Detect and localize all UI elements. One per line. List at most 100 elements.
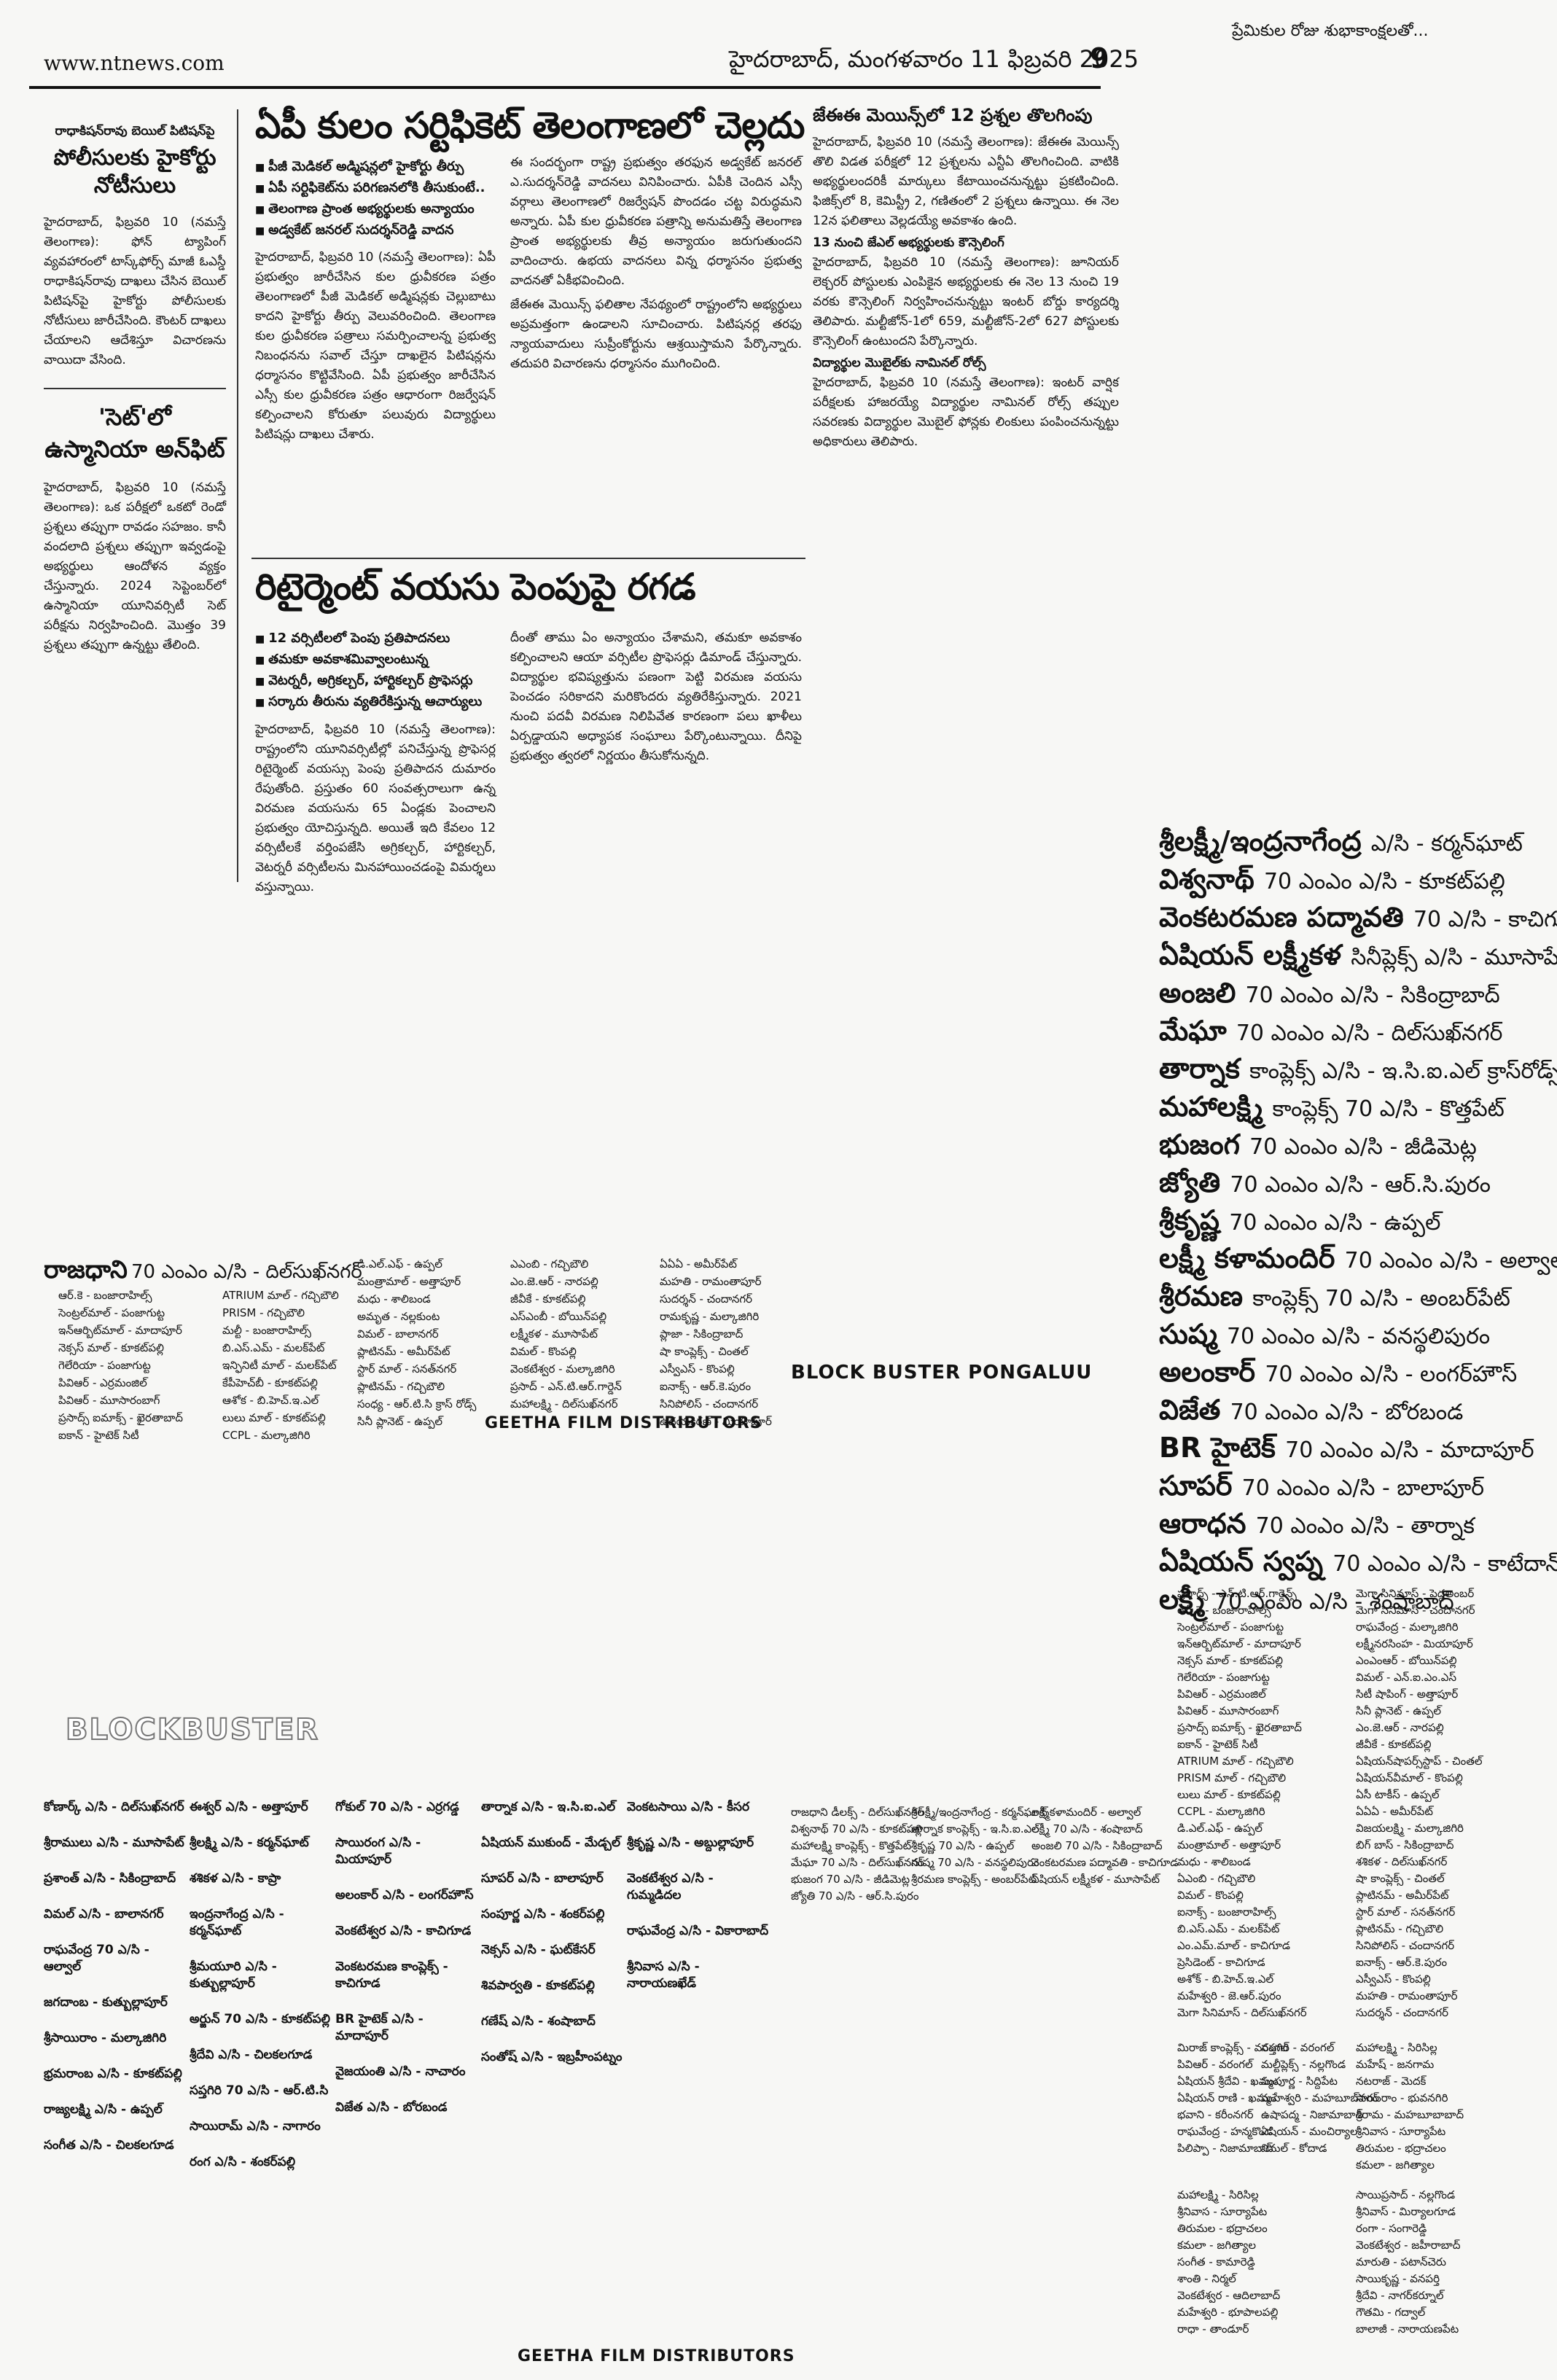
theatre-item: డి.ఎల్.ఎఫ్ - ఉప్పల్	[357, 1257, 442, 1271]
rolls-body: హైదరాబాద్, ఫిబ్రవరి 10 (నమస్తే తెలంగాణ):…	[813, 375, 1119, 449]
theatre-item: భుజంగ 70 ఎ/సి - జీడిమెట్ల	[791, 1873, 910, 1886]
page-date: హైదరాబాద్, మంగళవారం 11 ఫిబ్రవరి 2025	[729, 45, 1139, 73]
theatre-item: ప్లాజా - సికింద్రాబాద్	[660, 1327, 744, 1341]
theatre-item: ఆర్.కె - బంజారాహిల్స్	[1177, 1604, 1271, 1617]
theatre-row: తార్నాక కాంప్లెక్స్ ఎ/సి - ఇ.సి.ఐ.ఎల్ క్…	[1159, 1051, 1557, 1089]
theatre-item: రాఘవేంద్ర - హన్మకొండ	[1177, 2125, 1273, 2138]
theatre-item: జగదాంబ - కుత్బుల్లాపూర్	[44, 1995, 168, 2010]
theatre-item: సాయిరాం - భువనగిరి	[1356, 2091, 1448, 2104]
theatre-item: బి.ఎస్.ఎమ్ - మలక్‌పేట్	[222, 1341, 325, 1354]
theatre-item: సంగీత ఎ/సి - చిలకలగూడ	[44, 2138, 174, 2153]
theatre-item: విజేత ఎ/సి - బోరబండ	[335, 2100, 448, 2115]
theatre-item: సుదర్శన్ - చందానగర్	[1356, 2006, 1448, 2019]
theatre-item: మహాలక్ష్మి - దిల్‌సుఖ్‌నగర్	[510, 1397, 618, 1411]
theatre-item: విమల్ - బాలానగర్	[357, 1327, 439, 1341]
theatre-item: లులు మాల్ - కూకట్‌పల్లి	[222, 1411, 326, 1424]
theatre-item: వెంకటేశ్వర ఎ/సి - కాచిగూడ	[335, 1924, 472, 1938]
bottom-right-col-2: శ్రీలక్ష్మీ/ఇంద్రనాగేంద్ర - కర్మన్‌ఘాట్త…	[911, 1804, 1047, 1888]
theatre-item: ఐకాన్ - హైటెక్ సిటీ	[1177, 1738, 1258, 1751]
theatre-name: మహాలక్ష్మి	[1159, 1090, 1273, 1123]
theatre-item: ఏఏఏ - అమీర్‌పేట్	[660, 1257, 737, 1271]
theatre-location: 70 ఎంఎం ఎ/సి - కాటేదాన్	[1332, 1551, 1557, 1577]
theatre-item: గెలేరియా - పంజాగుట్ట	[1177, 1671, 1270, 1684]
theatre-item: PRISM మాల్ - గచ్చిబౌలి	[1177, 1771, 1287, 1784]
theatre-item: ఏషియన్‌షాపర్స్‌స్టాప్ - చింతల్	[1356, 1755, 1483, 1768]
theatre-item: ప్లాటినమ్ - అమీర్‌పేట్	[1356, 1889, 1449, 1902]
theatre-item: ఎస్వీఎస్ - కొంపల్లి	[1356, 1973, 1431, 1986]
theatre-item: అలంకార్ ఎ/సి - లంగర్‌హౌస్	[335, 1888, 474, 1903]
theatre-item: ఆర్.కె - బంజారాహిల్స్	[58, 1289, 152, 1302]
theatre-row: వెంకటరమణ పద్మావతి 70 ఎ/సి - కాచిగూడ	[1159, 900, 1557, 937]
theatre-name: అలంకార్	[1159, 1356, 1265, 1388]
theatre-item: ఈశ్వర్ ఎ/సి - అత్తాపూర్	[190, 1800, 308, 1814]
theatre-item: మల్టీ - బంజారాహిల్స్	[222, 1324, 311, 1337]
theatre-item: సంపూర్ణ ఎ/సి - శంకర్‌పల్లి	[481, 1907, 605, 1921]
theatre-item: సాయికృష్ణ - వనపర్తి	[1356, 2272, 1440, 2285]
theatre-item: శ్రీకృష్ణ ఎ/సి - అబ్దుల్లాపూర్	[627, 1835, 754, 1850]
theatre-item: సూపర్ ఎ/సి - బాలాపూర్	[481, 1871, 604, 1886]
theatre-item: మహేశ్వరి - మహబూబ్‌నగర్	[1261, 2091, 1379, 2104]
theatre-item: నటరాజ్ - మెదక్	[1356, 2075, 1427, 2088]
theatre-item: శ్రీరమణ కాంప్లెక్స్ - అంబర్‌పేట్	[911, 1873, 1037, 1886]
theatre-item: సుదర్శన్ - చందానగర్	[660, 1292, 752, 1306]
theatre-row: శ్రీలక్ష్మీ/ఇంద్రనాగేంద్ర ఎ/సి - కర్మన్‌…	[1159, 824, 1538, 862]
theatre-item: రాఘవేంద్ర 70 ఎ/సి - ఆల్వాల్	[44, 1943, 149, 1974]
theatre-item: విశ్వనాథ్ 70 ఎ/సి - కూకట్‌పల్లి	[791, 1822, 923, 1835]
bottom-right-col-3: లక్ష్మీకళామందిర్ - అల్వాల్లక్ష్మీ 70 ఎ/స…	[1031, 1804, 1178, 1888]
theatre-row: విశ్వనాథ్ 70 ఎంఎం ఎ/సి - కూకట్‌పల్లి	[1159, 862, 1538, 900]
theatre-item: ప్రశాంత్ ఎ/సి - సికింద్రాబాద్	[44, 1871, 176, 1886]
theatre-item: భ్రమరాంబ ఎ/సి - కూకట్‌పల్లి	[44, 2067, 182, 2081]
theatre-item: సెంట్రల్‌మాల్ - పంజాగుట్ట	[1177, 1620, 1284, 1634]
theatre-item: ఇన్‌ఆర్బిట్‌మాల్ - మాదాపూర్	[1177, 1637, 1301, 1650]
theatre-item: మంత్రామాల్ - అత్తాపూర్	[357, 1275, 461, 1288]
theatre-item: నెక్సస్ మాల్ - కూకట్‌పల్లి	[1177, 1654, 1284, 1667]
theatre-item: సినీ ప్లానెట్ - ఉప్పల్	[1356, 1704, 1442, 1717]
theatre-location: 70 ఎంఎం ఎ/సి - తార్నాక	[1255, 1513, 1475, 1539]
theatre-name: విజేత	[1159, 1394, 1230, 1426]
theatre-item: శ్రీలక్ష్మి ఎ/సి - కర్మన్‌ఘాట్	[190, 1835, 309, 1850]
theatre-item: పివిఆర్ - వరంగల్	[1177, 2058, 1253, 2071]
jl-title: 13 నుంచి జేఎల్ అభ్యర్థులకు కౌన్సెలింగ్	[813, 235, 1004, 250]
theatre-item: ఎస్‌ఎంబీ - బోయిన్‌పల్లి	[510, 1310, 607, 1323]
jee-story: జేఈఈ మెయిన్స్‌లో 12 ప్రశ్నల తొలగింపు హైద…	[813, 104, 1119, 452]
story-divider	[251, 558, 805, 559]
theatre-item: ఏషియన్ - మంచిర్యాల	[1261, 2125, 1358, 2138]
theatre-item: సినిపోలిస్ - చందానగర్	[1356, 1939, 1455, 1952]
theatre-item: రాధా - తాండూర్	[1177, 2322, 1249, 2336]
theatre-item: నెక్సస్ మాల్ - కూకట్‌పల్లి	[58, 1341, 165, 1354]
theatre-item: మధు - శాలిబండ	[1177, 1855, 1251, 1868]
theatre-item: రాఘవేంద్ర - మల్కాజిగిరి	[1356, 1620, 1459, 1634]
lead-bullet: పీజీ మెడికల్ అడ్మిషన్లలో హైకోర్టు తీర్పు	[255, 157, 496, 178]
theatre-location: కాంప్లెక్స్ 70 ఎ/సి - అంబర్‌పేట్	[1252, 1286, 1510, 1311]
theatre-item: CCPL - మల్కాజిగిరి	[1177, 1805, 1265, 1818]
bottom-right-col-1: రాజధాని డీలక్స్ - దిల్‌సుఖ్‌నగర్విశ్వనాథ…	[791, 1804, 924, 1905]
block-col-5: ఏఏఏ - అమీర్‌పేట్మహతి - రామంతాపూర్సుదర్శన…	[660, 1255, 772, 1430]
theatre-row: భుజంగ 70 ఎంఎం ఎ/సి - జీడిమెట్ల	[1159, 1127, 1538, 1165]
theatre-item: శివపార్వతి - కూకట్‌పల్లి	[481, 1978, 595, 1993]
theatre-item: ఏఎంబి - గచ్చిబౌలి	[1177, 1872, 1256, 1885]
theatre-row: జ్యోతి 70 ఎంఎం ఎ/సి - ఆర్.సి.పురం	[1159, 1165, 1538, 1203]
theatre-item: మహాలక్ష్మి - సిరిసిల్ల	[1356, 2041, 1437, 2054]
theatre-item: ప్లాటినమ్ - గచ్చిబౌలి	[1356, 1922, 1444, 1935]
lead-bullet: ఏపీ సర్టిఫికెట్‌ను పరిగణనలోకి తీసుకుంటే.…	[255, 178, 496, 199]
theatre-name: లక్ష్మీ కళామందిర్	[1159, 1242, 1345, 1274]
theatre-item: వెంకటేశ్వర - ఆదిలాబాద్	[1177, 2289, 1281, 2302]
theatre-item: వెంకటేశ్వర - జహీరాబాద్	[1356, 2239, 1461, 2252]
second-bullets: 12 వర్సిటీలలో పెంపు ప్రతిపాదనలు తమకూ అవక…	[255, 628, 496, 713]
lead-headline: ఏపీ కులం సర్టిఫికెట్ తెలంగాణలో చెల్లదు	[255, 104, 805, 147]
theatre-row: విజేత 70 ఎంఎం ఎ/సి - బోరబండ	[1159, 1392, 1538, 1430]
theatre-item: పివిఆర్ - మూసారంబాగ్	[58, 1394, 160, 1407]
theatre-item: శ్రీకృష్ణ 70 ఎ/సి - ఉప్పల్	[911, 1839, 1015, 1852]
theatre-item: ఎఎంబి - గచ్చిబౌలి	[510, 1257, 589, 1271]
theatre-item: మెగా సినిమాస్ - దిల్‌సుఖ్‌నగర్	[1177, 2006, 1307, 2019]
second-bullet: వెటర్నరీ, అగ్రికల్చర్, హార్టికల్చర్ ప్రొ…	[255, 671, 496, 692]
theatre-item: తిరుమల - భద్రాచలం	[1356, 2142, 1446, 2155]
theatre-item: మహాలక్ష్మి - సిరిసిల్ల	[1177, 2188, 1259, 2201]
theatre-item: శ్రీలక్ష్మీ/ఇంద్రనాగేంద్ర - కర్మన్‌ఘాట్	[911, 1806, 1047, 1819]
theatre-name: సుష్మ	[1159, 1318, 1227, 1350]
theatre-item: అంజలి 70 ఎ/సి - సికింద్రాబాద్	[1031, 1839, 1163, 1852]
theatre-item: ప్రసాద్స్ ఐమాక్స్ - ఖైరతాబాద్	[1177, 1721, 1302, 1734]
second-bullet: 12 వర్సిటీలలో పెంపు ప్రతిపాదనలు	[255, 628, 496, 649]
theatre-item: వెంకటరమణ పద్మావతి - కాచిగూడ	[1031, 1856, 1179, 1869]
site-url: www.ntnews.com	[44, 51, 225, 75]
